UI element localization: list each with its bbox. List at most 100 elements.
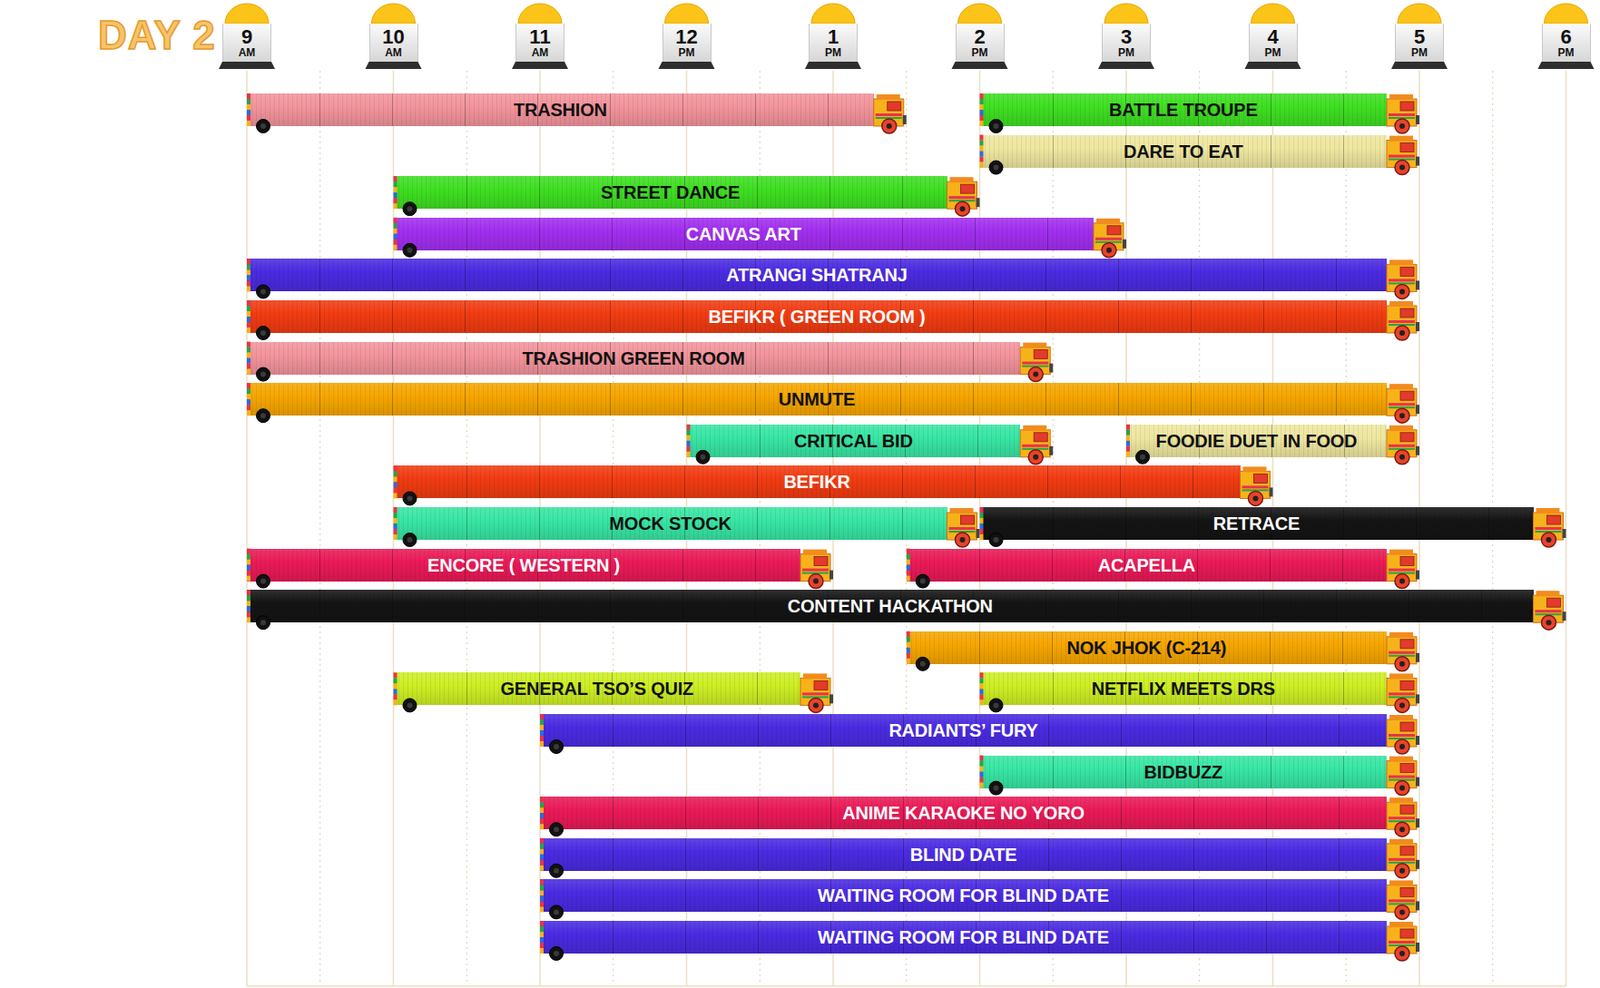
container-wheel [989, 533, 1003, 548]
wheel-hub [553, 868, 560, 874]
time-marker: 12PM [662, 23, 712, 62]
truck-strip [980, 104, 984, 110]
cab-stripe [1388, 737, 1415, 740]
cab-bumper [829, 694, 834, 704]
cab-body [1386, 677, 1417, 706]
truck-cab [873, 94, 907, 134]
cab-stripe [949, 527, 976, 531]
cab-roof [1243, 466, 1267, 472]
cab-roof [1389, 880, 1414, 886]
truck-strip [539, 838, 544, 845]
wheel-hub [886, 123, 893, 129]
truck-strip [687, 435, 691, 442]
cab-stripe [1388, 775, 1415, 779]
event-name: BEFIKR ( GREEN ROOM ) [707, 306, 925, 327]
cab-window [1400, 929, 1414, 939]
cab-wheel [1394, 284, 1410, 299]
marker-base [365, 61, 423, 69]
truck [980, 135, 1421, 176]
truck-strip [539, 813, 544, 819]
truck-strip [980, 755, 984, 762]
cab-bumper [1415, 942, 1420, 953]
truck-strip [393, 683, 398, 689]
hour-number: 1 [827, 26, 839, 48]
truck-strip [246, 589, 251, 596]
truck [246, 342, 1053, 383]
cab-body [1386, 554, 1417, 582]
wheel-hub [700, 454, 707, 461]
time-marker: 11AM [515, 23, 565, 62]
truck-strip [539, 948, 544, 954]
marker-dome [1251, 3, 1296, 24]
truck-strip [246, 327, 251, 334]
truck-strip [539, 890, 544, 896]
time-marker: 5PM [1394, 23, 1444, 62]
cab-bumper [1415, 570, 1420, 580]
truck-strip [539, 725, 544, 731]
event-bar: CONTENT HACKATHON [246, 589, 1534, 623]
truck [980, 93, 1421, 134]
truck-strip [980, 151, 984, 158]
hour-number: 6 [1560, 26, 1571, 48]
cab-stripe [1021, 444, 1049, 448]
event-bar: BLIND DATE [539, 838, 1387, 872]
truck-strip [980, 98, 984, 105]
truck-strip [246, 404, 251, 411]
cab-stripe [949, 530, 976, 533]
truck-strip [906, 570, 911, 577]
cab-roof [1389, 259, 1414, 266]
truck-strip [246, 347, 251, 354]
container-wheel [989, 698, 1003, 713]
truck-strip [393, 203, 398, 209]
hour-number: 11 [529, 26, 550, 48]
cab-stripe [1388, 444, 1415, 448]
container-wheel [256, 574, 271, 589]
event-bar: TRASHION [246, 93, 874, 127]
event-bar: ANIME KARAOKE NO YORO [539, 796, 1387, 830]
truck-strip [980, 777, 984, 784]
event-name: NOK JHOK (C-214) [1067, 638, 1227, 658]
cab-window [1400, 887, 1414, 897]
time-marker: 6PM [1541, 23, 1591, 62]
cab-bumper [903, 115, 907, 125]
truck-strip [246, 595, 251, 601]
cab-wheel [1101, 243, 1117, 258]
truck-strip [906, 658, 911, 665]
container-wheel [402, 202, 417, 216]
event-name: UNMUTE [778, 389, 855, 410]
event-name: BEFIKR [783, 471, 850, 492]
truck-strip [906, 549, 911, 555]
cab-wheel [955, 201, 971, 216]
wheel-hub [1139, 454, 1146, 461]
truck-strip [539, 736, 544, 742]
truck-strip [393, 534, 398, 540]
wheel-hub [1546, 619, 1552, 626]
truck-strip [393, 688, 398, 695]
truck-strip [687, 441, 691, 447]
truck-strip [393, 217, 398, 224]
cab-body [1386, 388, 1417, 416]
truck [539, 838, 1420, 879]
truck-strip [246, 570, 251, 577]
wheel-hub [813, 579, 819, 585]
truck-strip [539, 714, 544, 720]
truck-strip [1126, 441, 1130, 447]
cab-stripe [1021, 365, 1049, 368]
truck-strip [246, 342, 251, 348]
truck-cab [1386, 715, 1420, 755]
event-name: ENCORE ( WESTERN ) [427, 555, 620, 576]
cab-window [1547, 515, 1561, 525]
event-bar: WAITING ROOM FOR BLIND DATE [539, 879, 1387, 913]
wheel-hub [260, 372, 266, 378]
cab-stripe [1388, 941, 1415, 944]
cab-window [1400, 308, 1414, 318]
wheel-hub [1399, 785, 1405, 792]
wheel-hub [993, 702, 1000, 708]
cab-body [1093, 223, 1124, 251]
cab-wheel [1394, 160, 1410, 176]
cab-body [1386, 305, 1417, 334]
cab-stripe [1388, 278, 1415, 282]
truck-strip [246, 322, 251, 328]
event-bar: GENERAL TSO’S QUIZ [393, 672, 802, 706]
truck-cab [1386, 136, 1420, 176]
